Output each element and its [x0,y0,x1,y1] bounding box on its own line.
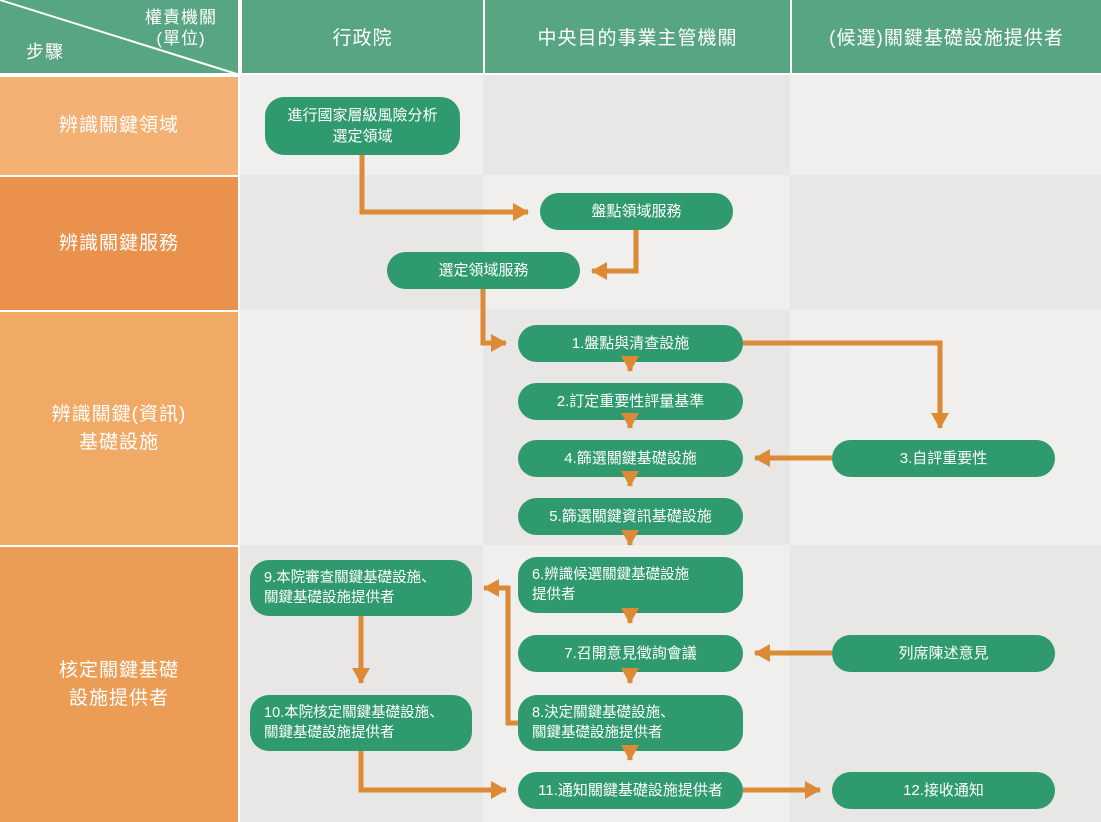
node-step6-identify-candidate-providers: 6.辨識候選關鍵基礎設施 提供者 [518,557,743,613]
corner-steps-label: 步驟 [26,42,64,62]
corner-authority-label: 權責機關 (單位) [145,8,217,49]
node-step3-self-assess-importance: 3.自評重要性 [832,440,1055,477]
node-step7-consultation-meeting: 7.召開意見徵詢會議 [518,635,743,672]
cell-r2-executive-yuan [240,175,483,310]
node-step11-notify-providers: 11.通知關鍵基礎設施提供者 [518,772,743,809]
column-header-executive-yuan: 行政院 [240,0,483,75]
node-step9-yuan-review: 9.本院審查關鍵基礎設施、 關鍵基礎設施提供者 [250,560,472,616]
node-national-risk-analysis: 進行國家層級風險分析 選定領域 [265,97,460,155]
node-step12-receive-notification: 12.接收通知 [832,772,1055,809]
cell-r2-candidate-provider [790,175,1101,310]
column-header-candidate-provider: (候選)關鍵基礎設施提供者 [790,0,1101,75]
node-step1-inventory-facilities: 1.盤點與清查設施 [518,325,743,362]
node-step4-screen-critical-infrastructure: 4.篩選關鍵基礎設施 [518,440,743,477]
corner-cell: 權責機關 (單位) 步驟 [0,0,240,75]
node-survey-domain-services: 盤點領域服務 [540,193,733,230]
node-step8-decide-ci-and-providers: 8.決定關鍵基礎設施、 關鍵基礎設施提供者 [518,695,743,751]
cell-r3-candidate-provider [790,310,1101,545]
node-step10-yuan-approve: 10.本院核定關鍵基礎設施、 關鍵基礎設施提供者 [250,695,472,751]
row-label-identify-critical-infrastructure: 辨識關鍵(資訊) 基礎設施 [0,310,240,545]
cell-r3-executive-yuan [240,310,483,545]
cell-r1-candidate-provider [790,75,1101,175]
cell-r1-central-authority [483,75,790,175]
row-label-identify-critical-services: 辨識關鍵服務 [0,175,240,310]
node-step2-set-importance-criteria: 2.訂定重要性評量基準 [518,383,743,420]
row-label-identify-critical-domains: 辨識關鍵領域 [0,75,240,175]
column-header-central-authority: 中央目的事業主管機關 [483,0,790,75]
node-select-domain-services: 選定領域服務 [387,252,580,289]
row-label-approve-ci-providers: 核定關鍵基礎 設施提供者 [0,545,240,822]
node-attend-and-state-opinions: 列席陳述意見 [832,635,1055,672]
node-step5-screen-critical-info-infrastructure: 5.篩選關鍵資訊基礎設施 [518,498,743,535]
